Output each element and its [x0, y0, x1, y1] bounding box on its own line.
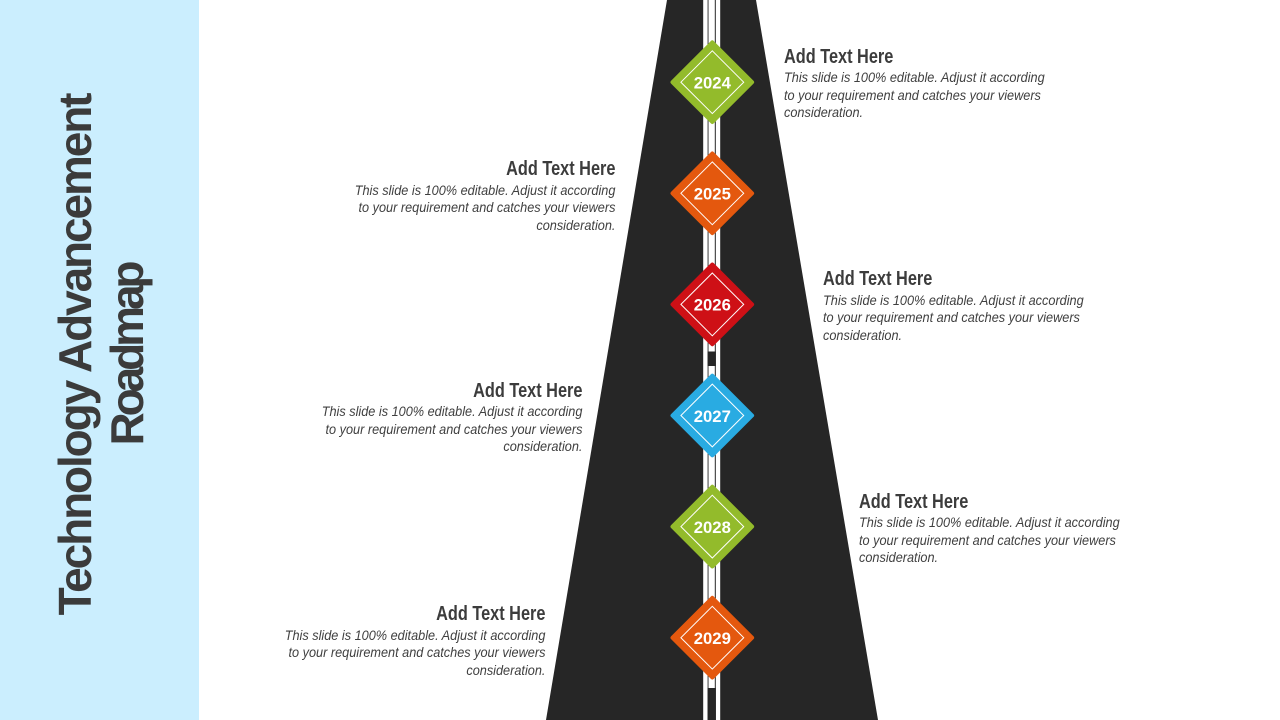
svg-text:2025: 2025 [694, 185, 731, 204]
svg-text:2026: 2026 [694, 296, 731, 315]
svg-text:2027: 2027 [694, 407, 731, 426]
svg-text:2029: 2029 [694, 629, 731, 648]
svg-text:2024: 2024 [694, 74, 732, 93]
svg-text:2028: 2028 [694, 518, 731, 537]
